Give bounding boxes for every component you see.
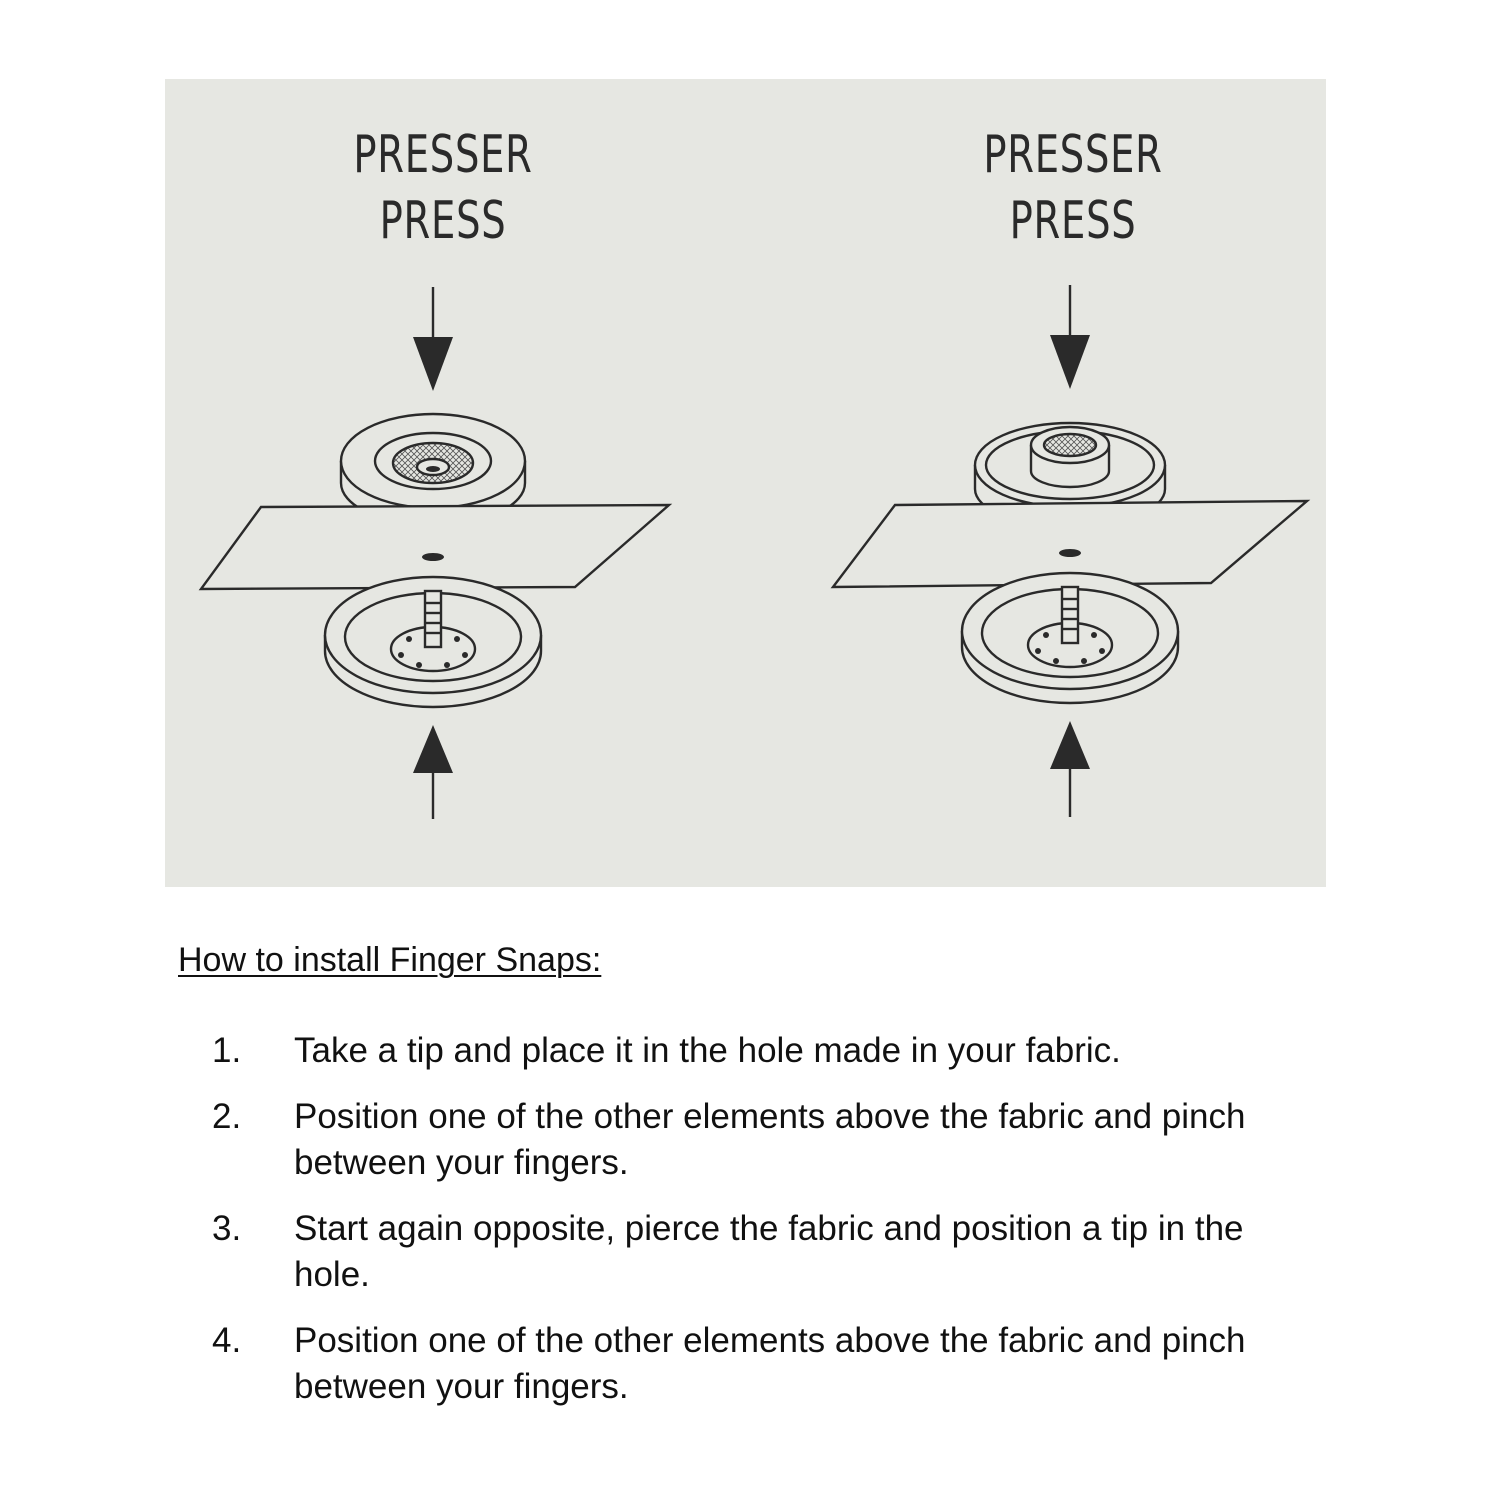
step-number: 2. — [212, 1097, 242, 1136]
instruction-step-3: 3. Start again opposite, pierce the fabr… — [0, 1206, 1500, 1298]
step-text: Position one of the other elements above… — [294, 1097, 1246, 1182]
instructions-heading: How to install Finger Snaps: — [178, 941, 602, 979]
snap-stud-icon — [973, 421, 1167, 529]
fabric-sheet — [830, 499, 1311, 589]
step-number: 1. — [212, 1031, 242, 1070]
press-up-arrow-icon — [413, 725, 453, 819]
snap-diagrams — [198, 285, 1311, 819]
fabric-hole — [422, 553, 444, 561]
fabric-hole — [1059, 549, 1081, 557]
press-up-arrow-icon — [1050, 721, 1090, 817]
left-diagram — [198, 287, 673, 819]
snap-cap-icon — [339, 412, 527, 527]
instruction-step-2: 2. Position one of the other elements ab… — [0, 1094, 1500, 1186]
left-label-press: PRESS — [379, 191, 507, 251]
step-number: 3. — [212, 1209, 242, 1248]
step-text: Position one of the other elements above… — [294, 1321, 1246, 1406]
right-diagram — [830, 285, 1311, 817]
step-number: 4. — [212, 1321, 242, 1360]
snap-base-icon — [960, 571, 1180, 705]
press-down-arrow-icon — [413, 287, 453, 391]
instruction-step-4: 4. Position one of the other elements ab… — [0, 1318, 1500, 1410]
snap-installation-illustration: PRESSER PRESS PRESSER PRESS — [165, 79, 1326, 887]
fabric-sheet — [198, 503, 673, 591]
press-down-arrow-icon — [1050, 285, 1090, 389]
right-label-presser: PRESSER — [983, 125, 1163, 185]
instruction-step-1: 1. Take a tip and place it in the hole m… — [0, 1028, 1500, 1074]
instructions-list: 1. Take a tip and place it in the hole m… — [0, 1028, 1500, 1430]
snap-base-icon — [323, 575, 543, 709]
right-label-press: PRESS — [1009, 191, 1137, 251]
step-text: Start again opposite, pierce the fabric … — [294, 1209, 1244, 1294]
step-text: Take a tip and place it in the hole made… — [294, 1031, 1121, 1070]
left-label-presser: PRESSER — [353, 125, 533, 185]
